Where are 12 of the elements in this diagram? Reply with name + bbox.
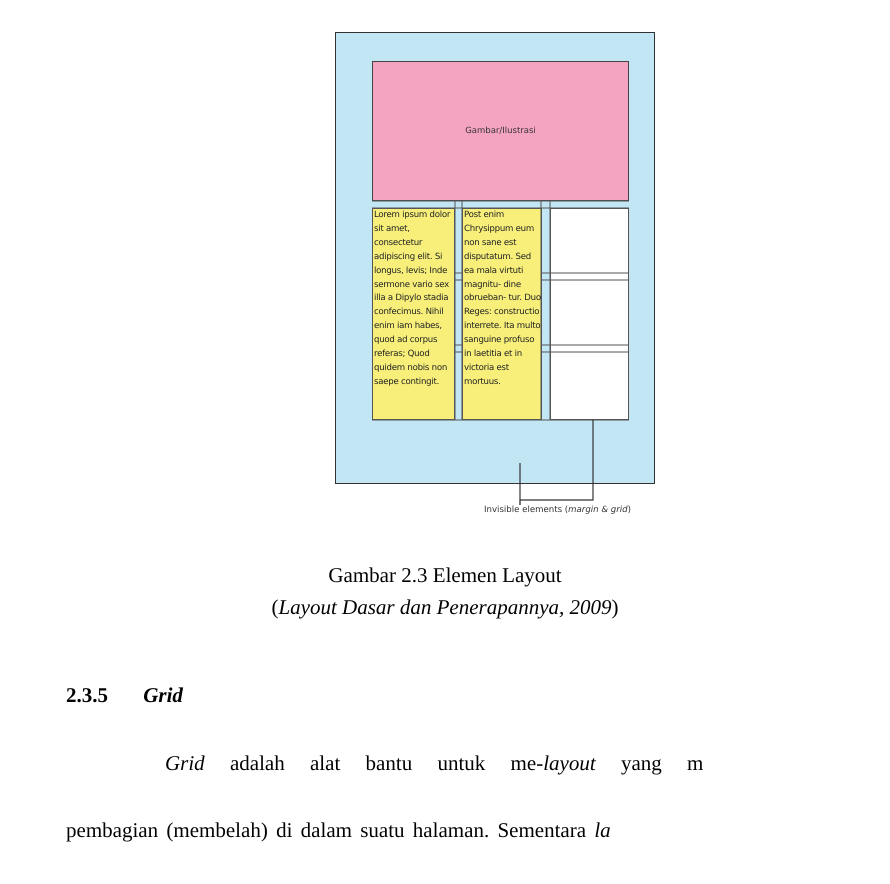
section-heading: 2.3.5 Grid [66, 683, 183, 708]
body-text: Grid adalah alat bantu untuk me-layout yang m [165, 751, 704, 776]
text-column: Post enim Chrysippum eum non sane est disputatum. Sed ea mala virtuti magnitu- dine obrueban- tur. Duo Reges: constructio interrete. Ita multo sanguine profuso in laetitia et in victoria est mortuus. [462, 208, 542, 420]
body-text: pembagian (membelah) di dalam suatu halaman. Sementara la [66, 818, 611, 843]
text-column: Lorem ipsum dolor sit amet, consectetur adipiscing elit. Si longus, levis; Inde sermone vario sex illa a Dipylo stadia confecimus. Nihil enim iam habes, quod ad corpus referas; Quod quidem nobis non saepe contingit. [372, 208, 455, 420]
grid-column [550, 208, 629, 420]
page-margin-area [335, 32, 655, 484]
illustration-area: Gambar/Ilustrasi [372, 61, 629, 201]
leader-label: Invisible elements (margin & grid) [470, 505, 645, 521]
caption-source: (Layout Dasar dan Penerapannya, 2009) [270, 594, 620, 620]
leader-line [519, 420, 594, 505]
figure-caption: Gambar 2.3 Elemen Layout [327, 562, 563, 588]
